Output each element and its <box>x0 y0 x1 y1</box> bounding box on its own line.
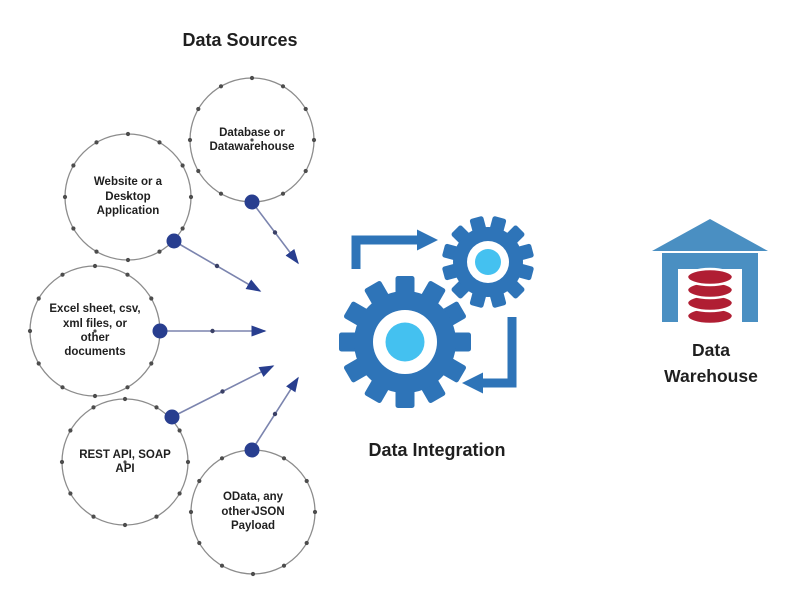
sync-arrow-left-head <box>462 372 483 394</box>
warehouse-gate <box>662 253 758 322</box>
connector-midpoint-dot <box>214 263 220 269</box>
gears-sync-icon <box>339 216 534 408</box>
connection-dot-website <box>166 233 182 249</box>
warehouse-database-icon <box>652 219 768 326</box>
source-label-database: Database or Datawarehouse <box>209 126 295 153</box>
connector-midpoint-dot <box>220 389 225 394</box>
large-gear-icon <box>339 276 471 408</box>
circle-odata <box>188 447 318 577</box>
circle-database <box>187 75 317 205</box>
circle-rest <box>59 396 191 528</box>
connector-midpoint-dot <box>272 411 278 417</box>
connection-dot-rest <box>164 409 180 425</box>
data-integration-label: Data Integration <box>368 440 506 461</box>
sync-arrow-right <box>351 235 417 269</box>
source-label-excel: Excel sheet, csv, xml files, or other do… <box>49 303 141 359</box>
sync-arrow-left <box>483 317 517 388</box>
source-circles <box>27 75 318 577</box>
connector-arrows <box>152 194 299 458</box>
data-sources-title: Data Sources <box>182 30 298 51</box>
warehouse-roof <box>652 219 768 251</box>
connection-dot-excel <box>152 323 168 339</box>
connection-dot-database <box>244 194 260 210</box>
data-warehouse-label: Data Warehouse <box>664 339 758 386</box>
connection-dot-odata <box>244 442 260 458</box>
source-label-website: Website or a Desktop Application <box>93 176 163 218</box>
small-gear-icon <box>442 216 534 308</box>
circle-excel <box>27 263 163 399</box>
source-label-odata: OData, any other JSON Payload <box>221 491 285 533</box>
connector-midpoint-dot <box>210 328 215 334</box>
database-cylinder-icon <box>685 267 735 326</box>
circle-website <box>62 131 194 263</box>
source-label-rest: REST API, SOAP API <box>79 448 171 475</box>
sync-arrow-right-head <box>417 229 438 251</box>
connector-midpoint-dot <box>272 230 278 235</box>
